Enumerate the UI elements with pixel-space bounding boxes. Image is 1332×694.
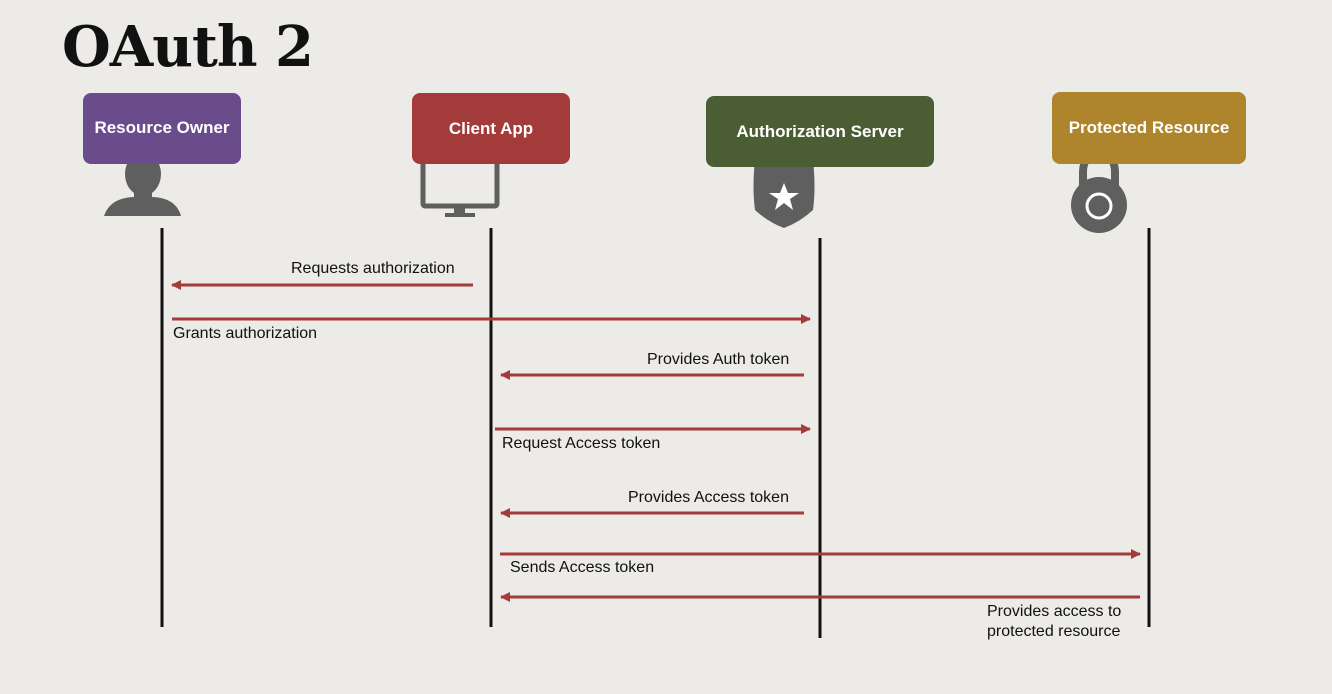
actor-label: Authorization Server bbox=[736, 121, 904, 141]
message-label-provides-access-token: Provides Access token bbox=[628, 489, 789, 506]
message-label-sends-access-token: Sends Access token bbox=[510, 559, 655, 576]
actor-label: Resource Owner bbox=[94, 118, 230, 137]
monitor-icon bbox=[420, 153, 500, 217]
message-label-line-1: Provides access to bbox=[987, 603, 1122, 620]
message-label-provides-access-to-protected-resource: Provides access to protected resource bbox=[987, 602, 1121, 642]
page-title: OAuth 2 bbox=[62, 14, 314, 80]
actor-protected-resource: Protected Resource bbox=[1052, 92, 1246, 164]
actor-label: Protected Resource bbox=[1068, 118, 1230, 137]
message-label-line-2: protected resource bbox=[987, 623, 1121, 640]
actor-resource-owner: Resource Owner bbox=[83, 93, 241, 164]
actor-client-app: Client App bbox=[412, 93, 570, 164]
message-label-provides-auth-token: Provides Auth token bbox=[647, 351, 790, 368]
badge-star-icon bbox=[753, 152, 815, 228]
message-label-grants-authorization: Grants authorization bbox=[173, 325, 318, 342]
actor-authorization-server: Authorization Server bbox=[706, 96, 934, 167]
message-label-requests-authorization: Requests authorization bbox=[291, 260, 455, 277]
actor-label: Client App bbox=[448, 118, 534, 138]
padlock-icon bbox=[1071, 150, 1127, 233]
message-label-request-access-token: Request Access token bbox=[502, 435, 661, 452]
